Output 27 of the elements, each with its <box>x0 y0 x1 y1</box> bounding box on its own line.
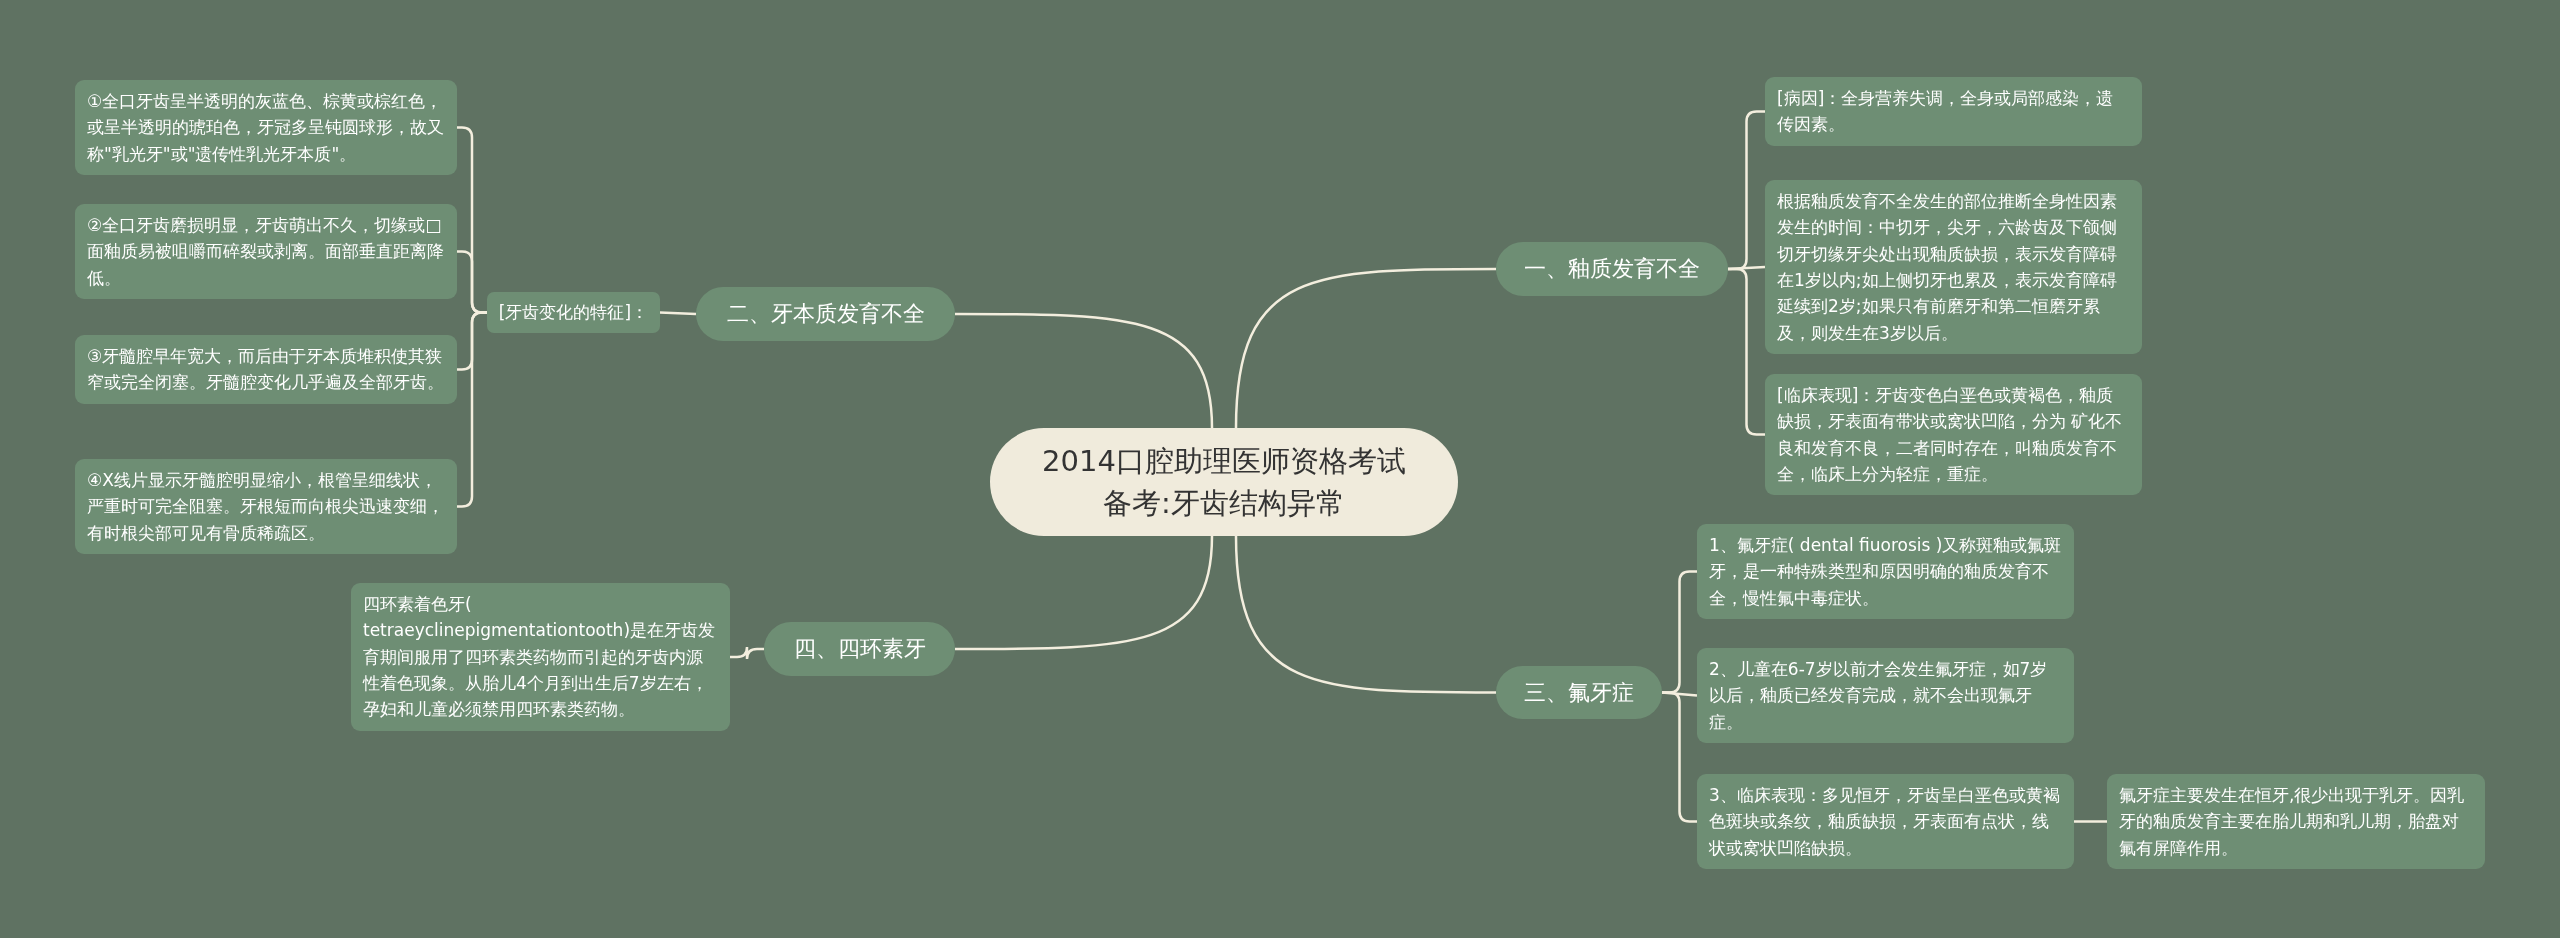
note-card: ②全口牙齿磨损明显，牙齿萌出不久，切缘或□面釉质易被咀嚼而碎裂或剥离。面部垂直距离降低。 <box>75 204 457 300</box>
connector-line <box>2074 820 2107 823</box>
branch-topic: 一、釉质发育不全 <box>1496 242 1728 296</box>
note-card: [病因]：全身营养失调，全身或局部感染，遗传因素。 <box>1765 77 2142 146</box>
branch-topic: 二、牙本质发育不全 <box>696 287 955 341</box>
connector-line <box>1234 267 1496 429</box>
connector-line <box>659 311 697 316</box>
note-card: 2、儿童在6-7岁以前才会发生氟牙症，如7岁以后，釉质已经发育完成，就不会出现氟牙症。 <box>1697 648 2074 744</box>
subtopic-label: [牙齿变化的特征]： <box>487 292 660 333</box>
connector-line <box>1728 267 1765 436</box>
connector-line <box>955 535 1214 651</box>
note-card: 氟牙症主要发生在恒牙,很少出现于乳牙。因乳牙的釉质发育主要在胎儿期和乳儿期，胎盘对氟有屏障作用。 <box>2107 774 2485 870</box>
central-topic: 2014口腔助理医师资格考试备考:牙齿结构异常 <box>990 428 1458 536</box>
note-card: ③牙髓腔早年宽大，而后由于牙本质堆积使其狭窄或完全闭塞。牙髓腔变化几乎遍及全部牙齿。 <box>75 335 457 404</box>
note-card: 四环素着色牙( tetraeyclinepigmentationtooth)是在牙齿发育期间服用了四环素类药物而引起的牙齿内源性着色现象。从胎儿4个月到出生后7岁左右，孕妇和儿童必须禁用四环素类药物。 <box>351 583 730 731</box>
note-card: ①全口牙齿呈半透明的灰蓝色、棕黄或棕红色，或呈半透明的琥珀色，牙冠多呈钝圆球形，故又称"乳光牙"或"遗传性乳光牙本质"。 <box>75 80 457 176</box>
note-card: 3、临床表现：多见恒牙，牙齿呈白垩色或黄褐色斑块或条纹，釉质缺损，牙表面有点状，线状或窝状凹陷缺损。 <box>1697 774 2074 870</box>
branch-topic: 四、四环素牙 <box>764 622 955 676</box>
note-card: [临床表现]：牙齿变色白垩色或黄褐色，釉质缺损，牙表面有带状或窝状凹陷，分为 矿化不良和发育不良，二者同时存在，叫釉质发育不全，临床上分为轻症，重症。 <box>1765 374 2142 496</box>
connector-line <box>730 645 764 661</box>
note-card: 1、氟牙症( dental fiuorosis )又称斑釉或氟斑牙，是一种特殊类型和原因明确的釉质发育不全，慢性氟中毒症状。 <box>1697 524 2074 620</box>
note-card: 根据釉质发育不全发生的部位推断全身性因素发生的时间：中切牙，尖牙，六龄齿及下颌侧切牙切缘牙尖处出现釉质缺损，表示发育障碍在1岁以内;如上侧切牙也累及，表示发育障碍延续到2岁;如果只有前磨牙和第二恒磨牙累及，则发生在3岁以后。 <box>1765 180 2142 355</box>
connector-line <box>1662 691 1697 823</box>
branch-topic: 三、氟牙症 <box>1496 666 1662 719</box>
connector-line <box>955 312 1214 429</box>
note-card: ④X线片显示牙髓腔明显缩小，根管呈细线状，严重时可完全阻塞。牙根短而向根尖迅速变细，有时根尖部可见有骨质稀疏区。 <box>75 459 457 555</box>
connector-line <box>1234 535 1496 694</box>
